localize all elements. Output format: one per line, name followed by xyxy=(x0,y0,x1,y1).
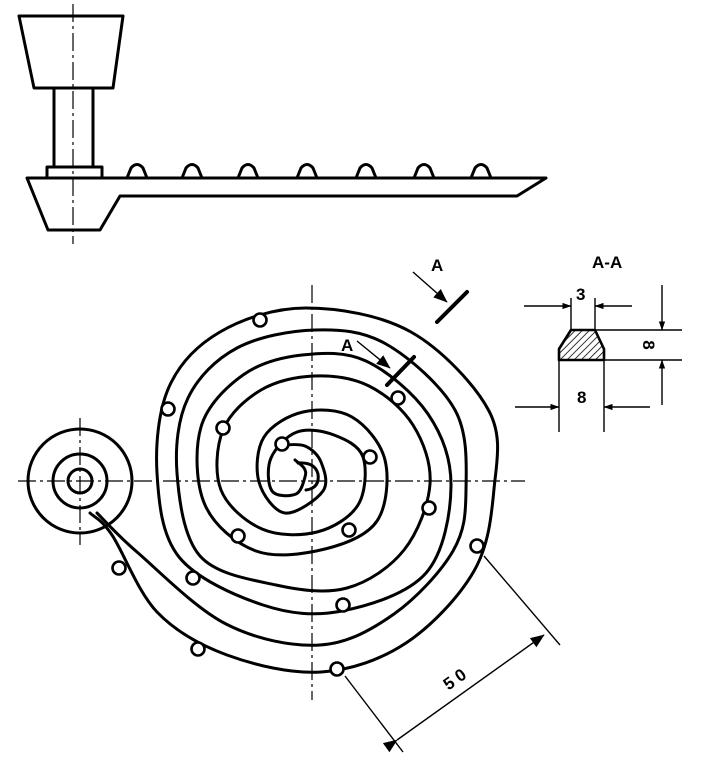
dim-height: 8 xyxy=(639,340,658,349)
spiral-hole xyxy=(274,436,290,452)
dim-spiral-length: 5 0 xyxy=(440,665,470,694)
pouring-cup xyxy=(17,14,125,90)
section-marker-outer: A xyxy=(412,256,469,324)
plan-view xyxy=(18,285,525,700)
spiral-hole xyxy=(335,597,351,613)
dimension-50: 5 0 xyxy=(344,555,561,753)
spiral-hole xyxy=(341,522,357,538)
side-view xyxy=(17,4,548,244)
spiral-holes xyxy=(111,312,485,677)
spiral-hole xyxy=(329,661,345,677)
spiral-hole xyxy=(160,401,176,417)
spiral-hole xyxy=(215,420,231,436)
sprue-base xyxy=(45,165,104,180)
section-profile xyxy=(557,328,606,362)
section-marker-inner: A xyxy=(341,336,416,387)
spiral-hole xyxy=(190,641,206,657)
sprue xyxy=(52,86,95,169)
spiral-hole xyxy=(469,538,485,554)
spiral-center-cap xyxy=(296,461,320,492)
section-arrow-label-outer: A xyxy=(431,256,443,275)
dim-bottom-width: 8 xyxy=(577,388,586,407)
spiral-hole xyxy=(111,560,127,576)
spiral-outer-wall xyxy=(88,306,500,674)
spiral-hole xyxy=(230,528,246,544)
runner-bumps xyxy=(125,163,493,180)
section-a-a: A-A 3 8 8 xyxy=(515,253,682,432)
dim-top-width: 3 xyxy=(576,285,585,304)
section-arrow-label-inner: A xyxy=(341,336,353,355)
spiral-hole xyxy=(252,312,268,328)
spiral-hole xyxy=(421,500,437,516)
runner-plate xyxy=(25,176,548,232)
spiral-inner-wall xyxy=(95,328,468,647)
section-title: A-A xyxy=(592,253,622,272)
sprue-plan xyxy=(26,427,134,535)
spiral-hole xyxy=(185,570,201,586)
spiral-hole xyxy=(362,449,378,465)
spiral-hole xyxy=(390,390,406,406)
